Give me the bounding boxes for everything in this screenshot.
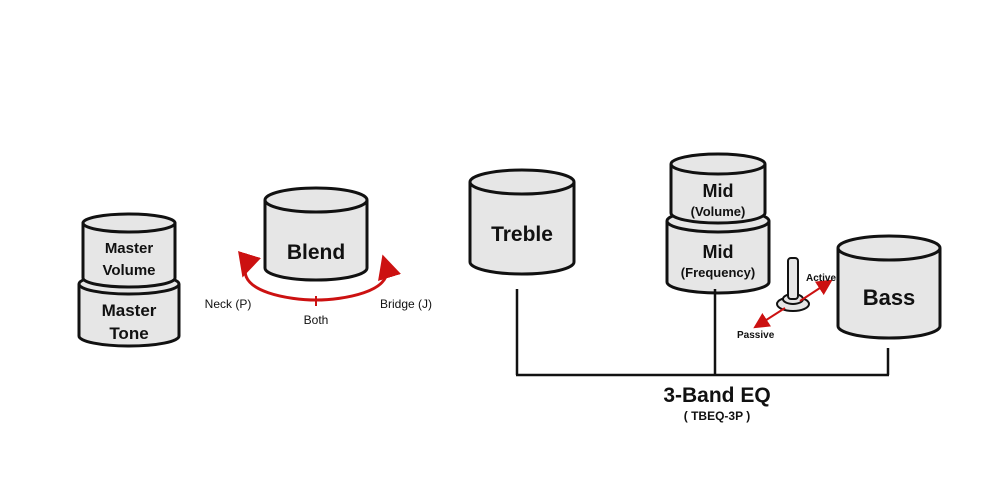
- master-volume-label-1: Master: [105, 240, 154, 257]
- bass-knob[interactable]: Bass: [836, 234, 942, 340]
- master-volume-knob[interactable]: Master Volume: [81, 212, 177, 289]
- mid-volume-label-2: (Volume): [691, 204, 746, 219]
- mid-volume-label-1: Mid: [703, 181, 734, 201]
- eq-model: ( TBEQ-3P ): [684, 409, 750, 423]
- switch-passive-label: Passive: [737, 330, 775, 341]
- bass-label: Bass: [863, 285, 916, 310]
- switch-passive-arrow: [753, 307, 786, 329]
- master-volume-label-2: Volume: [102, 262, 155, 279]
- mid-frequency-label-1: Mid: [703, 242, 734, 262]
- blend-label: Blend: [287, 241, 345, 264]
- master-tone-label-2: Tone: [109, 324, 148, 343]
- master-tone-label-1: Master: [102, 301, 157, 320]
- mid-frequency-label-2: (Frequency): [681, 265, 755, 280]
- blend-right-label: Bridge (J): [380, 297, 432, 311]
- blend-left-label: Neck (P): [205, 297, 252, 311]
- treble-label: Treble: [491, 223, 553, 246]
- treble-knob[interactable]: Treble: [468, 168, 576, 276]
- mid-volume-knob[interactable]: Mid (Volume): [669, 152, 767, 225]
- active-passive-switch[interactable]: [776, 257, 810, 312]
- switch-active-arrow: [799, 279, 833, 302]
- eq-title: 3-Band EQ: [663, 384, 770, 407]
- switch-active-label: Active: [806, 273, 836, 284]
- blend-knob[interactable]: Blend: [263, 186, 369, 282]
- eq-bracket: [515, 289, 890, 377]
- blend-center-label: Both: [304, 313, 329, 327]
